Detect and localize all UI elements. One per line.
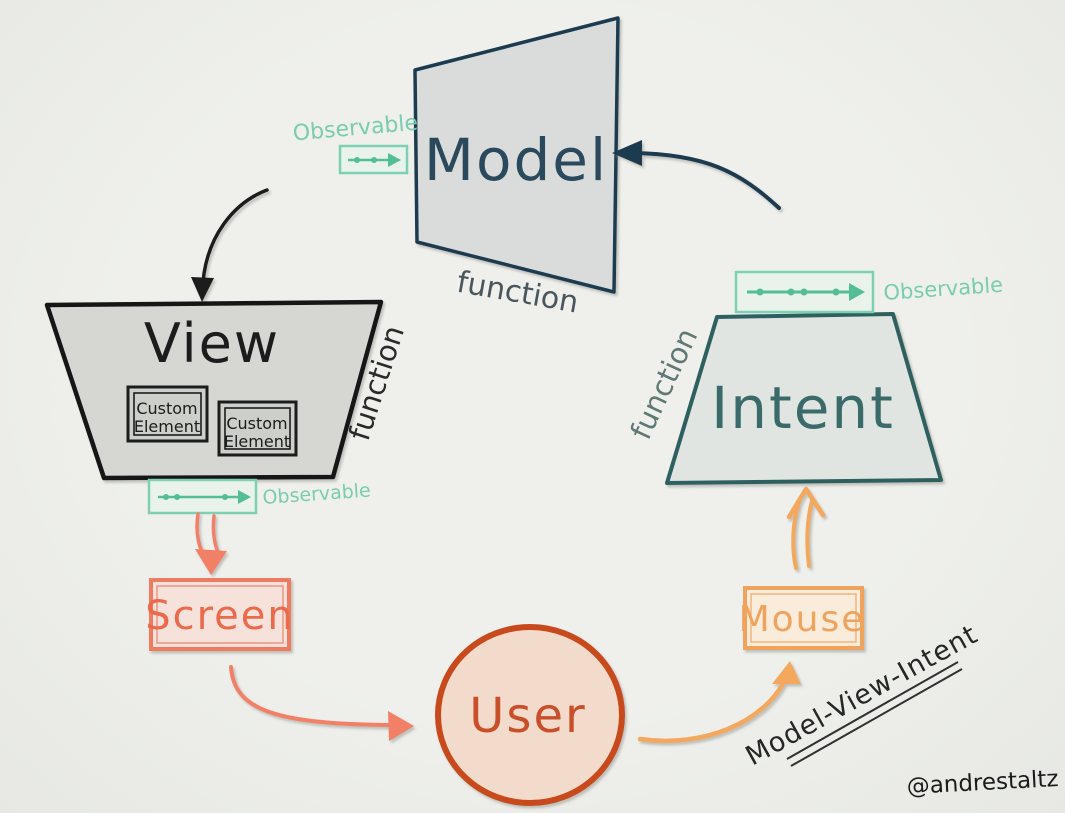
model-label: Model: [424, 126, 608, 194]
observable-intent: Observable: [734, 270, 1004, 314]
intent-label: Intent: [711, 374, 895, 442]
marble-diagram-model-icon: [348, 153, 401, 167]
observable-model: Observable: [292, 111, 419, 175]
arrow-view-to-screen: [195, 512, 227, 575]
arrow-into-model-head: [612, 140, 642, 166]
view-label: View: [144, 312, 280, 375]
arrow-into-model-line: [630, 151, 781, 210]
user-shape: [435, 624, 625, 806]
mouse-label: Mouse: [739, 599, 866, 640]
custom-element-2-line1: Custom: [226, 414, 287, 433]
mouse-node: Mouse: [739, 586, 866, 650]
marble-diagram-intent-icon: [747, 283, 865, 301]
observable-intent-label: Observable: [883, 273, 1004, 305]
mouse-shape: [743, 586, 864, 650]
arrow-mouse-to-intent-head: [786, 486, 826, 520]
arrow-screen-to-user-head: [388, 711, 414, 741]
arrow-model-to-view-head: [191, 277, 214, 302]
custom-element-2: Custom Element: [217, 400, 298, 457]
custom-element-1-line2: Element: [134, 417, 200, 436]
user-label: User: [469, 688, 586, 744]
arrow-screen-to-user-line: [229, 665, 390, 727]
screen-label: Screen: [145, 593, 295, 639]
arrow-mouse-to-intent: [786, 486, 826, 570]
custom-element-1: Custom Element: [126, 385, 209, 443]
observable-view-label: Observable: [262, 479, 372, 509]
observable-model-label: Observable: [292, 111, 419, 147]
model-node: Model: [413, 16, 620, 294]
arrow-user-to-mouse-line: [637, 677, 788, 744]
user-node: User: [435, 624, 625, 806]
title-underline-1: [786, 661, 959, 760]
arrow-model-to-view: [191, 188, 269, 302]
arrow-model-to-view-line: [201, 188, 269, 284]
intent-node: Intent: [665, 312, 943, 485]
title-underline-2: [790, 668, 963, 767]
author-signature: @andrestaltz: [906, 766, 1059, 800]
arrow-user-to-mouse-head: [772, 661, 801, 684]
observable-view: Observable: [147, 478, 372, 515]
arrow-view-to-screen-head: [195, 549, 227, 575]
screen-node: Screen: [145, 578, 295, 651]
screen-shape: [149, 578, 291, 651]
custom-element-2-line2: Element: [224, 432, 290, 451]
arrow-screen-to-user: [229, 665, 414, 741]
model-shape: [413, 16, 620, 294]
custom-element-1-line1: Custom: [136, 399, 197, 418]
view-node: View Custom Element Custom Element: [44, 299, 384, 481]
arrow-user-to-mouse: [637, 661, 801, 744]
marble-diagram-view-icon: [158, 490, 251, 504]
intent-shape: [665, 312, 943, 485]
arrow-into-model: [612, 140, 781, 210]
